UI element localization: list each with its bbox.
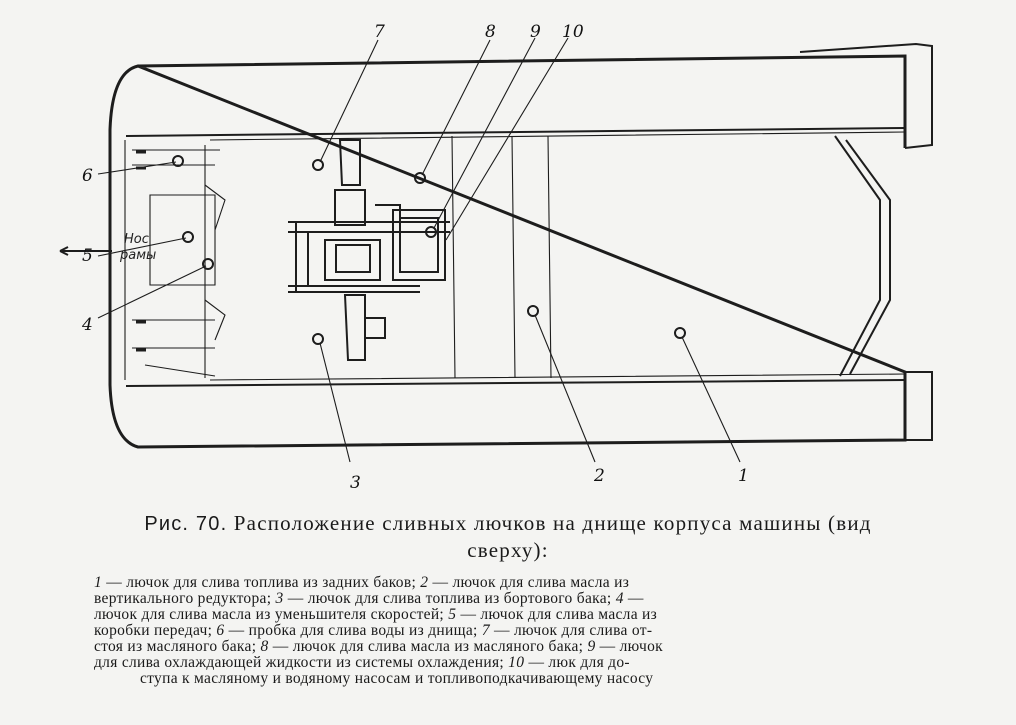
figure-caption: Рис. 70. Расположение сливных лючков на … bbox=[40, 510, 976, 687]
callout-8: 8 bbox=[485, 22, 496, 42]
legend-line: вертикального редуктора; 3 — лючок для с… bbox=[94, 591, 960, 607]
figure-legend: 1 — лючок для слива топлива из задних ба… bbox=[40, 575, 976, 687]
top-side-plate bbox=[125, 127, 906, 137]
drain-plug-4 bbox=[202, 258, 214, 270]
callout-6: 6 bbox=[82, 166, 93, 186]
front-brackets bbox=[132, 149, 226, 377]
rear-end bbox=[799, 42, 933, 441]
legend-item-number: 6 bbox=[216, 622, 225, 639]
legend-item-text: для слива охлаждающей жидкости из систем… bbox=[94, 654, 509, 671]
callout-9: 9 bbox=[530, 22, 541, 42]
nose-arrow bbox=[59, 246, 112, 256]
reducer-assembly bbox=[288, 139, 450, 361]
legend-item-text: коробки передач; bbox=[94, 622, 217, 639]
rear-tank-outline bbox=[834, 135, 891, 377]
inner-frame bbox=[124, 131, 906, 381]
legend-item-number: 8 bbox=[260, 638, 269, 655]
partition-lines bbox=[451, 135, 552, 379]
legend-item-text: — bbox=[623, 590, 644, 607]
drain-plug-3 bbox=[312, 333, 324, 345]
legend-line: коробки передач; 6 — пробка для слива во… bbox=[94, 623, 960, 639]
legend-item-number: 4 bbox=[615, 590, 624, 607]
bottom-side-plate bbox=[125, 379, 906, 387]
caption-title-line1: Расположение сливных лючков на днище кор… bbox=[233, 511, 872, 535]
legend-item-number: 2 bbox=[420, 574, 429, 591]
legend-item-text: вертикального редуктора; bbox=[94, 590, 276, 607]
hull-outline bbox=[108, 54, 907, 449]
legend-item-text: стоя из масляного бака; bbox=[94, 638, 261, 655]
nose-label-line2: рамы bbox=[119, 248, 156, 263]
callout-7: 7 bbox=[374, 22, 385, 42]
callout-10: 10 bbox=[562, 22, 584, 42]
legend-item-text: — лючок для слива топлива из задних бако… bbox=[102, 574, 421, 591]
drain-plug-1 bbox=[674, 327, 686, 339]
legend-item-number: 9 bbox=[587, 638, 596, 655]
legend-item-text: — лючок для слива топлива из бортового б… bbox=[283, 590, 616, 607]
legend-item-text: — лючок bbox=[595, 638, 663, 655]
front-bolts bbox=[136, 150, 146, 352]
legend-item-number: 7 bbox=[481, 622, 490, 639]
nose-label-line1: Нос bbox=[124, 232, 149, 247]
callout-1: 1 bbox=[738, 466, 749, 486]
callout-3: 3 bbox=[350, 473, 361, 493]
drain-plug-9 bbox=[425, 226, 437, 238]
drain-plug-5 bbox=[182, 231, 194, 243]
figure-number: Рис. 70. bbox=[144, 513, 228, 535]
drain-plug-2 bbox=[527, 305, 539, 317]
legend-item-number: 3 bbox=[275, 590, 284, 607]
legend-item-text: ступа к масляному и водяному насосам и т… bbox=[140, 670, 654, 687]
caption-title: Рис. 70. Расположение сливных лючков на … bbox=[40, 510, 976, 563]
legend-line: для слива охлаждающей жидкости из систем… bbox=[94, 655, 960, 671]
legend-line: ступа к масляному и водяному насосам и т… bbox=[94, 671, 960, 687]
drain-plug-6 bbox=[172, 155, 184, 167]
legend-item-text: — лючок для слива от- bbox=[489, 622, 653, 639]
legend-item-text: — лючок для слива масла из масляного бак… bbox=[268, 638, 588, 655]
legend-item-text: лючок для слива масла из уменьшителя ско… bbox=[94, 606, 449, 623]
hull-bottom-drawing: 6 5 4 7 8 9 10 3 2 1 Нос рамы bbox=[59, 22, 933, 493]
legend-item-number: 5 bbox=[448, 606, 457, 623]
legend-line: стоя из масляного бака; 8 — лючок для сл… bbox=[94, 639, 960, 655]
callout-5: 5 bbox=[82, 246, 93, 266]
leader-lines bbox=[97, 37, 741, 463]
drain-plug-8 bbox=[414, 172, 426, 184]
legend-item-number: 1 bbox=[94, 574, 103, 591]
legend-item-number: 10 bbox=[508, 654, 525, 671]
legend-item-text: — пробка для слива воды из днища; bbox=[224, 622, 482, 639]
legend-item-text: — лючок для слива масла из bbox=[456, 606, 658, 623]
callout-4: 4 bbox=[81, 315, 93, 335]
caption-title-line2: сверху): bbox=[467, 538, 549, 562]
legend-line: лючок для слива масла из уменьшителя ско… bbox=[94, 607, 960, 623]
legend-line: 1 — лючок для слива топлива из задних ба… bbox=[94, 575, 960, 591]
callout-2: 2 bbox=[593, 466, 605, 486]
drain-plug-7 bbox=[312, 159, 324, 171]
drain-plugs bbox=[172, 155, 686, 345]
legend-item-text: — лючок для слива масла из bbox=[428, 574, 630, 591]
legend-item-text: — люк для до- bbox=[524, 654, 630, 671]
